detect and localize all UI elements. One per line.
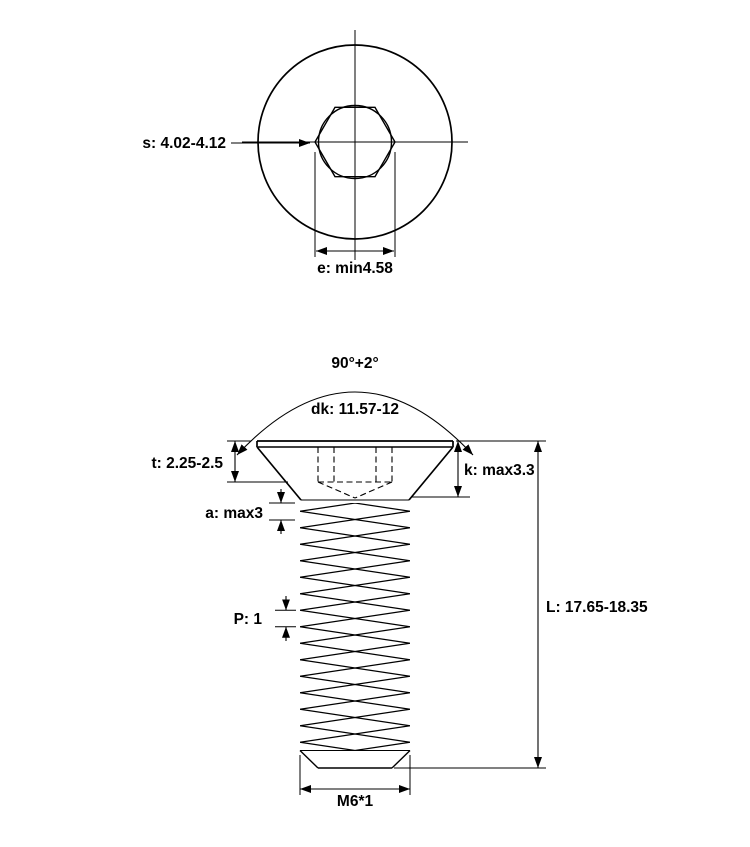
k-dimension-label: k: max3.3	[464, 462, 535, 479]
t-dimension-label: t: 2.25-2.5	[151, 455, 223, 472]
k-dimension	[412, 440, 546, 498]
angle-dimension	[236, 391, 474, 456]
t-dimension	[227, 440, 288, 483]
dk-dimension-label: dk: 11.57-12	[311, 401, 399, 418]
s-dimension-label: s: 4.02-4.12	[142, 135, 226, 152]
angle-dimension-label: 90°+2°	[331, 355, 378, 372]
p-dimension-label: P: 1	[234, 611, 263, 628]
l-dimension	[394, 441, 546, 769]
hidden-socket-lines	[317, 447, 393, 499]
e-dimension-label: e: min4.58	[317, 260, 393, 277]
p-dimension	[275, 596, 296, 641]
head-outline-circle	[257, 44, 453, 240]
side-view: 90°+2° dk: 11.57-12 t: 2.25-2.5 k: max3.…	[151, 355, 648, 810]
thread-size-label: M6*1	[337, 793, 374, 810]
threaded-shank	[299, 503, 411, 769]
socket-circle	[317, 104, 393, 180]
e-dimension	[314, 152, 396, 257]
a-dimension	[269, 489, 295, 534]
hex-socket-outline	[314, 106, 396, 178]
head-outline	[256, 440, 454, 501]
l-dimension-label: L: 17.65-18.35	[546, 599, 648, 616]
center-lines	[242, 30, 468, 260]
a-dimension-label: a: max3	[205, 505, 263, 522]
thread-size-dimension	[299, 755, 411, 795]
thread-pattern	[300, 503, 410, 751]
top-view: s: 4.02-4.12 e: min4.58	[142, 30, 468, 277]
